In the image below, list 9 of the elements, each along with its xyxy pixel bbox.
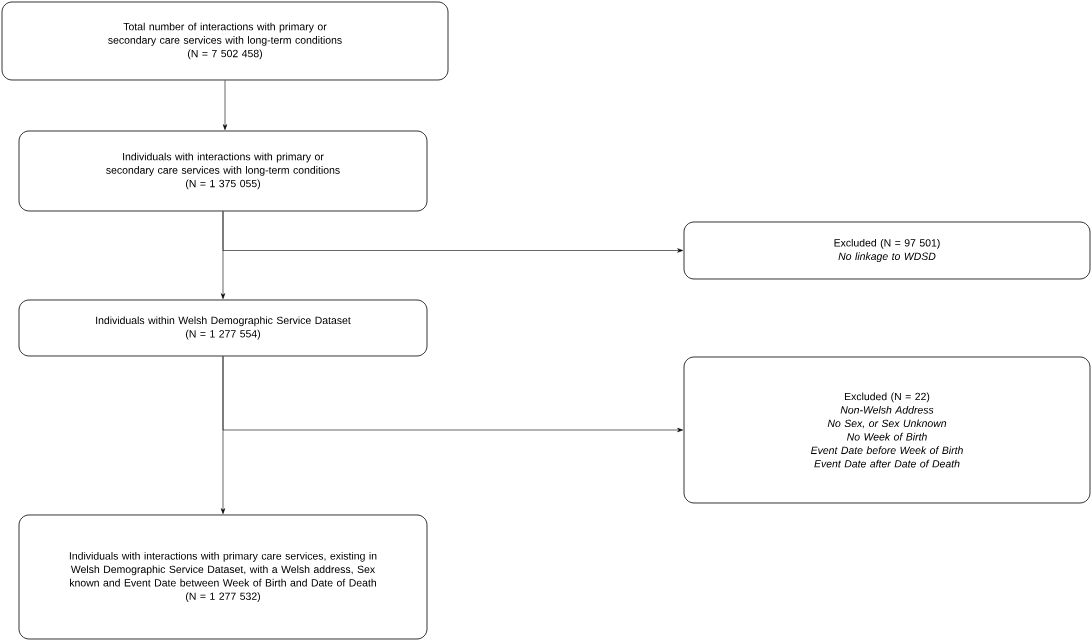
exclusion-box: Excluded (N = 22) Non-Welsh Address No Sex, or Sex Unknown No Week of Birth Event Date before Week of Birth Event Date after Date of Death [683,356,1091,504]
process-box: Total number of interactions with primary or secondary care services with long-term conditions (N = 7 502 458) [1,1,449,81]
process-box: Individuals with interactions with primary care services, existing in Welsh Demographic Service Dataset, with a Welsh address, Sex known and Event Date between Week of Birth and Date of Death (N = 1 277 532) [18,514,428,640]
process-box: Individuals with interactions with primary or secondary care services with long-term conditions (N = 1 375 055) [18,130,428,212]
exclusion-box: Excluded (N = 97 501) No linkage to WDSD [683,221,1091,280]
arrow [222,211,683,253]
arrow [222,80,228,130]
arrow [222,356,683,433]
process-box: Individuals within Welsh Demographic Service Dataset (N = 1 277 554) [18,299,428,357]
